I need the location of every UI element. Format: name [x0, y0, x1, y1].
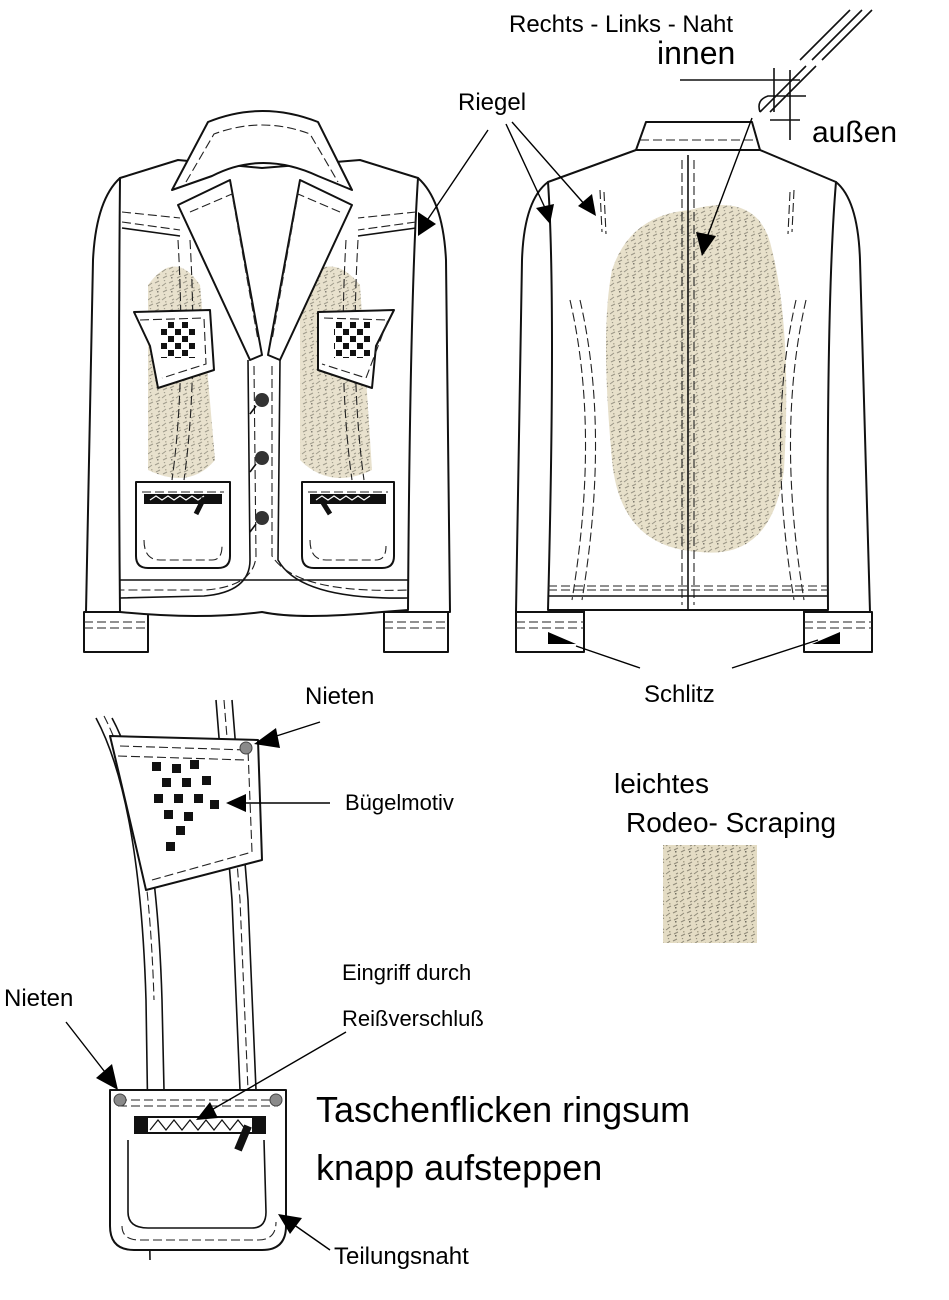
label-rivets-bottom: Nieten — [4, 985, 73, 1012]
jacket-back-view — [515, 121, 873, 653]
front-right-motif — [334, 322, 370, 358]
label-seam-line1: Rechts - Links - Naht — [509, 11, 733, 38]
left-rivet-icon — [113, 1093, 127, 1107]
right-rivet-icon — [269, 1093, 283, 1107]
back-left-cuff — [515, 611, 585, 653]
label-iron-on-motif: Bügelmotiv — [345, 790, 454, 815]
lower-patch-pocket — [109, 1089, 287, 1251]
label-patch-line2: knapp aufsteppen — [316, 1147, 602, 1188]
label-seam-inner: innen — [657, 35, 735, 71]
front-left-cuff — [83, 611, 149, 653]
back-left-vent-mark — [548, 632, 576, 644]
back-right-cuff — [803, 611, 873, 653]
label-division-seam: Teilungsnaht — [334, 1243, 469, 1270]
back-right-vent-mark — [812, 632, 840, 644]
label-rivets-top: Nieten — [305, 683, 374, 710]
label-seam-outer: außen — [812, 116, 897, 149]
callout-arrows — [65, 117, 819, 1251]
label-wash-line2: Rodeo- Scraping — [626, 807, 836, 838]
upper-rivet-icon — [239, 741, 253, 755]
label-patch-line1: Taschenflicken ringsum — [316, 1089, 690, 1130]
front-right-lapel — [267, 179, 353, 361]
front-right-cuff — [383, 611, 449, 653]
label-vent: Schlitz — [644, 681, 715, 708]
seam-detail-diagram — [680, 9, 873, 140]
motif-checker-icon — [152, 760, 219, 851]
front-left-motif — [160, 322, 196, 358]
label-zip-line1: Eingriff durch — [342, 960, 471, 985]
back-scraping — [606, 205, 787, 553]
label-zip-line2: Reißverschluß — [342, 1006, 484, 1031]
front-left-lower-pocket — [135, 481, 231, 569]
front-buttons — [249, 393, 269, 533]
front-right-lower-pocket — [301, 481, 395, 569]
front-collar — [171, 110, 353, 191]
label-wash-line1: leichtes — [614, 768, 709, 799]
front-left-lapel — [177, 179, 263, 361]
jacket-front-view — [83, 110, 451, 653]
sleeve-pocket-detail — [95, 699, 287, 1261]
scraping-swatch — [663, 845, 757, 943]
back-collar — [635, 121, 761, 151]
label-bartack: Riegel — [458, 89, 526, 116]
